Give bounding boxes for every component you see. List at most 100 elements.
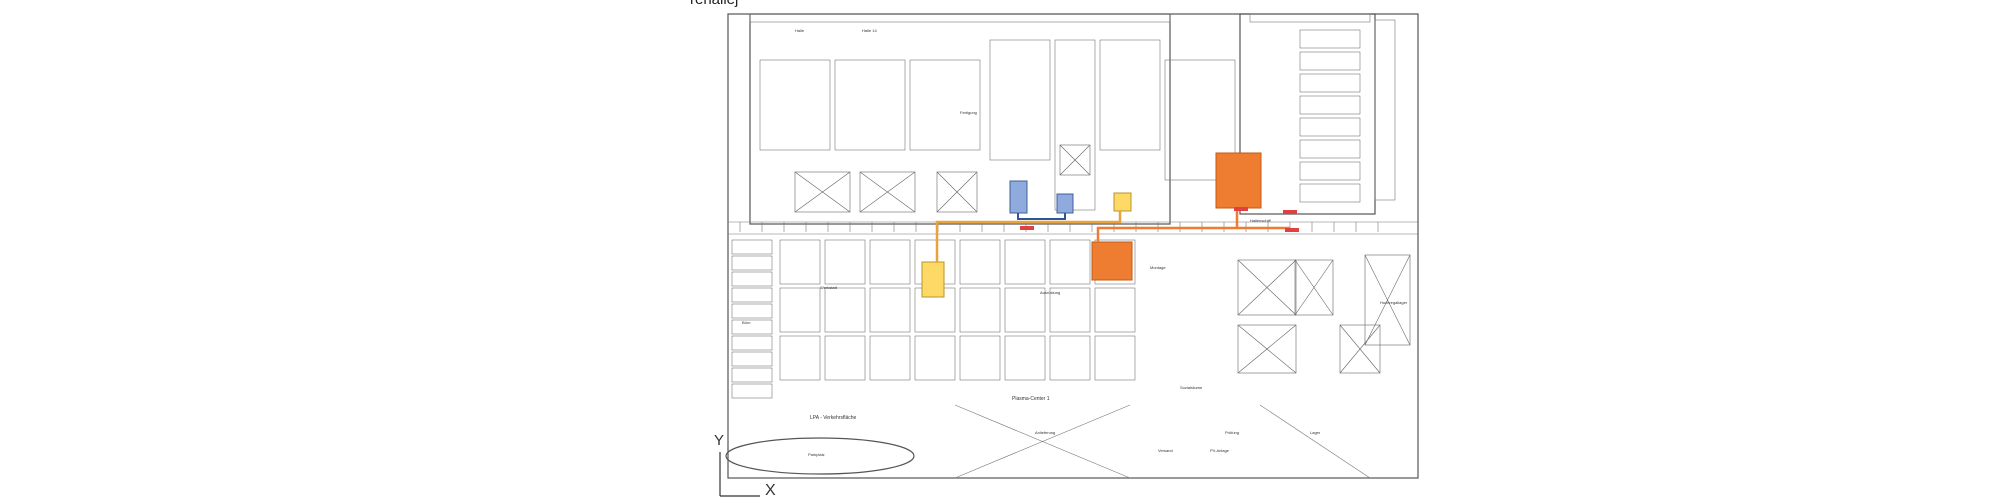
room-label: Plasma-Center 1 (1012, 396, 1050, 402)
north-room (759, 59, 831, 151)
south-room (824, 239, 866, 285)
west-room (731, 287, 773, 303)
room-label: Halle 14 (862, 28, 877, 33)
south-room (779, 335, 821, 381)
south-room (1094, 335, 1136, 381)
top-strip-east (1249, 13, 1371, 23)
marker-blue-2 (1056, 193, 1074, 214)
route-yellow (935, 211, 1122, 262)
x-axis-label: X (765, 482, 776, 499)
hall-box (1364, 254, 1411, 346)
red-door-1 (1234, 207, 1248, 211)
hall-cross (1059, 144, 1091, 176)
west-room (731, 319, 773, 335)
marker-yellow-west (921, 261, 945, 298)
marker-orange-large-east (1215, 152, 1262, 209)
hall-box (1294, 259, 1334, 316)
room-label: Werkstatt (820, 285, 837, 290)
red-door-2 (1283, 210, 1297, 214)
hall-cross (1237, 259, 1297, 316)
room-label: Ausrüstung (1040, 290, 1061, 295)
north-room (1054, 39, 1096, 211)
outer-building-outline (727, 13, 1419, 479)
room-label: LPA - Verkehrsfläche (810, 415, 857, 421)
south-room (869, 287, 911, 333)
diagonal-line (954, 404, 1131, 479)
room-label: Prüfung (1225, 430, 1240, 435)
hall-box (1237, 324, 1297, 374)
west-room (731, 271, 773, 287)
south-room (959, 335, 1001, 381)
south-room (1049, 287, 1091, 333)
room-label: Sozialräume (1180, 385, 1203, 390)
parking-area-oval (725, 437, 915, 475)
hall-cross (1237, 324, 1297, 374)
south-room (1004, 239, 1046, 285)
south-room (1094, 287, 1136, 333)
south-room (824, 287, 866, 333)
diagonal-line (1259, 404, 1371, 479)
room-label: Versand (1158, 448, 1173, 453)
south-room (959, 239, 1001, 285)
north-wing-outline (749, 13, 1171, 225)
west-room (731, 335, 773, 351)
room-label: Hallenschiff (1250, 218, 1271, 223)
east-room (1299, 183, 1361, 203)
east-room (1299, 117, 1361, 137)
top-strip (749, 13, 1171, 23)
hall-cross (1339, 324, 1381, 374)
drawing-title-fragment: rehallej (690, 0, 738, 8)
hall-box (936, 171, 978, 213)
east-room (1299, 161, 1361, 181)
east-room (1299, 95, 1361, 115)
hall-cross (1294, 259, 1334, 316)
south-room (824, 335, 866, 381)
north-room (1164, 59, 1236, 181)
west-room (731, 303, 773, 319)
south-room (1004, 287, 1046, 333)
west-room (731, 255, 773, 271)
south-room (869, 335, 911, 381)
marker-blue-1 (1009, 180, 1028, 214)
red-door-3 (1020, 226, 1034, 230)
marker-orange-central (1091, 241, 1133, 281)
room-label: PV-Anlage (1210, 448, 1229, 453)
hall-box (1339, 324, 1381, 374)
route-blue (1017, 213, 1066, 220)
hall-box (1059, 144, 1091, 176)
north-room (1099, 39, 1161, 151)
room-label: Büro (742, 320, 751, 325)
hall-box (794, 171, 851, 213)
north-room (989, 39, 1051, 161)
west-room (731, 351, 773, 367)
room-label: Lager (1310, 430, 1321, 435)
hall-cross (1364, 254, 1411, 346)
south-room (959, 287, 1001, 333)
hall-box (1237, 259, 1297, 316)
east-room (1299, 73, 1361, 93)
hall-cross (794, 171, 851, 213)
y-axis-label: Y (714, 432, 725, 449)
east-room (1299, 29, 1361, 49)
hall-cross (859, 171, 916, 213)
room-label: Fertigung (960, 110, 977, 115)
room-label: Parkplatz (808, 452, 825, 457)
route-orange (1096, 208, 1239, 242)
red-door-4 (1285, 228, 1299, 232)
room-label: Halle (795, 28, 805, 33)
south-room (1049, 335, 1091, 381)
north-room (909, 59, 981, 151)
room-label: Anlieferung (1035, 430, 1056, 435)
hall-box (859, 171, 916, 213)
marker-yellow-north (1113, 192, 1132, 212)
south-room (779, 239, 821, 285)
south-room (914, 335, 956, 381)
west-room (731, 239, 773, 255)
south-room (779, 287, 821, 333)
west-room (731, 383, 773, 399)
east-stair (1374, 19, 1396, 201)
south-room (869, 239, 911, 285)
south-room (1049, 239, 1091, 285)
east-room (1299, 139, 1361, 159)
